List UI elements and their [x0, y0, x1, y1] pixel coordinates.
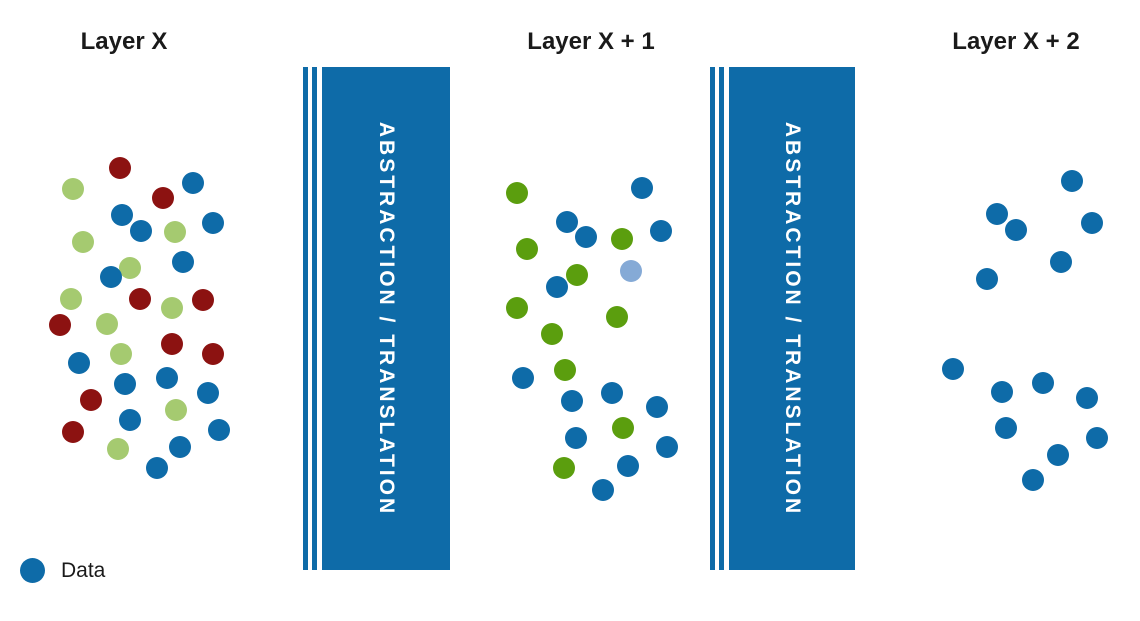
- barrier-stripe: [303, 67, 308, 570]
- data-dot: [100, 266, 122, 288]
- data-dot: [650, 220, 672, 242]
- data-dot: [1061, 170, 1083, 192]
- legend-label: Data: [61, 558, 106, 582]
- data-dot: [561, 390, 583, 412]
- data-dot: [202, 343, 224, 365]
- data-dot: [541, 323, 563, 345]
- data-dot: [109, 157, 131, 179]
- abstraction-barrier-2: ABSTRACTION / TRANSLATION: [710, 67, 855, 570]
- data-dot: [129, 288, 151, 310]
- data-dot: [60, 288, 82, 310]
- layer-x-title: Layer X: [80, 28, 168, 55]
- data-dot: [565, 427, 587, 449]
- data-dot: [111, 204, 133, 226]
- data-dot: [192, 289, 214, 311]
- legend: Data: [20, 558, 105, 583]
- data-dot: [114, 373, 136, 395]
- data-dot: [197, 382, 219, 404]
- data-dot: [575, 226, 597, 248]
- data-dot: [1047, 444, 1069, 466]
- data-dot: [1022, 469, 1044, 491]
- barrier-label: ABSTRACTION / TRANSLATION: [781, 121, 804, 516]
- legend-data-dot-icon: [20, 558, 45, 583]
- data-dot: [606, 306, 628, 328]
- data-dot: [96, 313, 118, 335]
- data-dot: [1081, 212, 1103, 234]
- data-dot: [516, 238, 538, 260]
- data-dot: [556, 211, 578, 233]
- barrier-stripe: [710, 67, 715, 570]
- data-dot: [165, 399, 187, 421]
- data-dot: [156, 367, 178, 389]
- data-dot: [506, 182, 528, 204]
- data-dot: [553, 457, 575, 479]
- data-dot: [612, 417, 634, 439]
- data-dot: [161, 297, 183, 319]
- data-dot: [146, 457, 168, 479]
- abstraction-barrier-1: ABSTRACTION / TRANSLATION: [303, 67, 450, 570]
- data-dot: [119, 257, 141, 279]
- data-dot: [130, 220, 152, 242]
- data-dot: [72, 231, 94, 253]
- data-dot: [172, 251, 194, 273]
- data-dot: [546, 276, 568, 298]
- data-dot: [80, 389, 102, 411]
- data-dot: [161, 333, 183, 355]
- data-dot: [1086, 427, 1108, 449]
- data-dot: [110, 343, 132, 365]
- data-dot: [566, 264, 588, 286]
- data-dot: [182, 172, 204, 194]
- barrier-stripe: [719, 67, 724, 570]
- data-dot: [554, 359, 576, 381]
- layer-x-plus-1-title: Layer X + 1: [527, 28, 655, 55]
- data-dot: [986, 203, 1008, 225]
- barrier-bar: ABSTRACTION / TRANSLATION: [322, 67, 450, 570]
- data-dot: [208, 419, 230, 441]
- data-dot: [601, 382, 623, 404]
- data-dot: [991, 381, 1013, 403]
- data-dot: [512, 367, 534, 389]
- data-dot: [1076, 387, 1098, 409]
- data-dot: [506, 297, 528, 319]
- data-dot: [107, 438, 129, 460]
- data-dot: [164, 221, 186, 243]
- data-dot: [1005, 219, 1027, 241]
- data-dot: [62, 421, 84, 443]
- layer-x-plus-2-title: Layer X + 2: [952, 28, 1080, 55]
- data-dot: [617, 455, 639, 477]
- data-dot: [1050, 251, 1072, 273]
- data-dot: [202, 212, 224, 234]
- barrier-stripe: [312, 67, 317, 570]
- data-dot: [656, 436, 678, 458]
- data-dot: [119, 409, 141, 431]
- data-dot: [169, 436, 191, 458]
- data-dot: [631, 177, 653, 199]
- data-dot: [942, 358, 964, 380]
- barrier-bar: ABSTRACTION / TRANSLATION: [729, 67, 855, 570]
- data-dot: [152, 187, 174, 209]
- data-dot: [62, 178, 84, 200]
- data-dot: [620, 260, 642, 282]
- data-dot: [592, 479, 614, 501]
- data-dot: [611, 228, 633, 250]
- data-dot: [646, 396, 668, 418]
- barrier-label: ABSTRACTION / TRANSLATION: [375, 121, 398, 516]
- data-dot: [995, 417, 1017, 439]
- data-dot: [68, 352, 90, 374]
- data-dot: [1032, 372, 1054, 394]
- data-dot: [976, 268, 998, 290]
- data-dot: [49, 314, 71, 336]
